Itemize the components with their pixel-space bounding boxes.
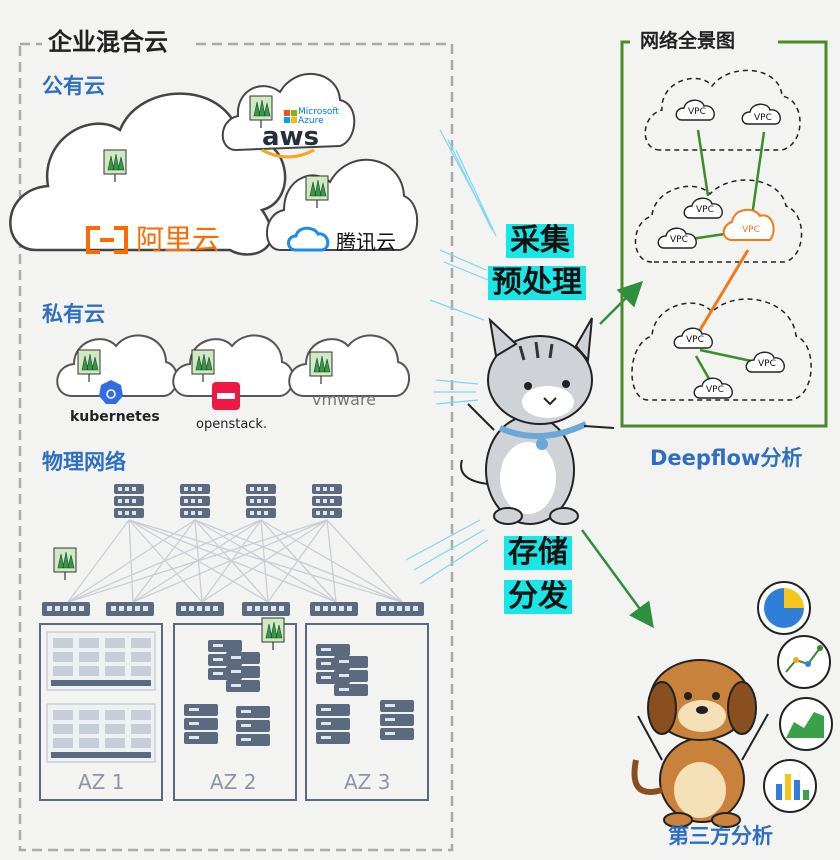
cat-mascot — [460, 317, 615, 525]
physical-network-label: 物理网络 — [42, 450, 126, 474]
vpc-label: VPC — [754, 113, 772, 123]
to-third-party-arrow — [580, 529, 654, 629]
store-label: 存储 — [504, 536, 572, 570]
vpc-label: VPC — [686, 335, 704, 345]
az-label: AZ 2 — [210, 770, 257, 794]
kubernetes-logo: kubernetes — [70, 409, 160, 425]
deepflow-caption: Deepflow分析 — [650, 446, 803, 470]
bar-chart-icon — [763, 759, 817, 813]
availability-zones — [39, 623, 429, 801]
aws-smile-icon — [261, 148, 315, 159]
pie-chart-icon — [757, 581, 811, 635]
aliyun-logo: 阿里云 — [136, 223, 221, 256]
vmware-logo: vmware — [312, 390, 377, 409]
openstack-logo: openstack. — [196, 417, 268, 432]
enterprise-title: 企业混合云 — [48, 28, 168, 56]
collect-label: 采集 — [506, 224, 574, 258]
collection-rays — [405, 129, 497, 585]
vpc-label: VPC — [670, 235, 688, 245]
line-chart-icon — [777, 635, 831, 689]
kubernetes-icon — [99, 380, 123, 404]
vpc-label: VPC — [696, 205, 714, 215]
tencent-logo: 腾讯云 — [336, 230, 396, 254]
probe-tree-icon — [53, 547, 77, 581]
fabric-links — [67, 519, 403, 603]
network-view-frame — [620, 40, 828, 428]
aliyun-cloud — [9, 92, 287, 256]
network-view-title: 网络全景图 — [640, 30, 736, 52]
area-chart-icon — [779, 697, 833, 751]
openstack-icon — [212, 382, 240, 410]
third-party-caption: 第三方分析 — [668, 824, 773, 848]
tencent-cloud-icon — [287, 226, 330, 252]
to-network-view-arrow — [599, 280, 644, 325]
az-label: AZ 1 — [78, 770, 125, 794]
vpc-label: VPC — [706, 385, 724, 395]
aws-logo: aws — [262, 122, 320, 152]
enterprise-frame — [18, 42, 454, 852]
probe-tree-icon — [261, 617, 285, 651]
az-label: AZ 3 — [344, 770, 391, 794]
distribute-label: 分发 — [504, 580, 572, 614]
private-cloud-label: 私有云 — [42, 302, 105, 326]
azure-logo: Microsoft Azure — [298, 107, 339, 126]
leaf-switches — [42, 602, 424, 616]
preprocess-label: 预处理 — [488, 266, 586, 300]
azure-icon — [284, 110, 297, 123]
public-cloud-label: 公有云 — [42, 74, 105, 98]
aliyun-logo-mark — [86, 226, 128, 254]
dog-mascot — [631, 659, 769, 828]
vpc-label: VPC — [742, 225, 760, 235]
vpc-label: VPC — [688, 107, 706, 117]
spine-switches — [114, 484, 342, 518]
vmware-cloud — [288, 334, 410, 397]
network-topology — [631, 69, 812, 401]
vpc-label: VPC — [758, 359, 776, 369]
